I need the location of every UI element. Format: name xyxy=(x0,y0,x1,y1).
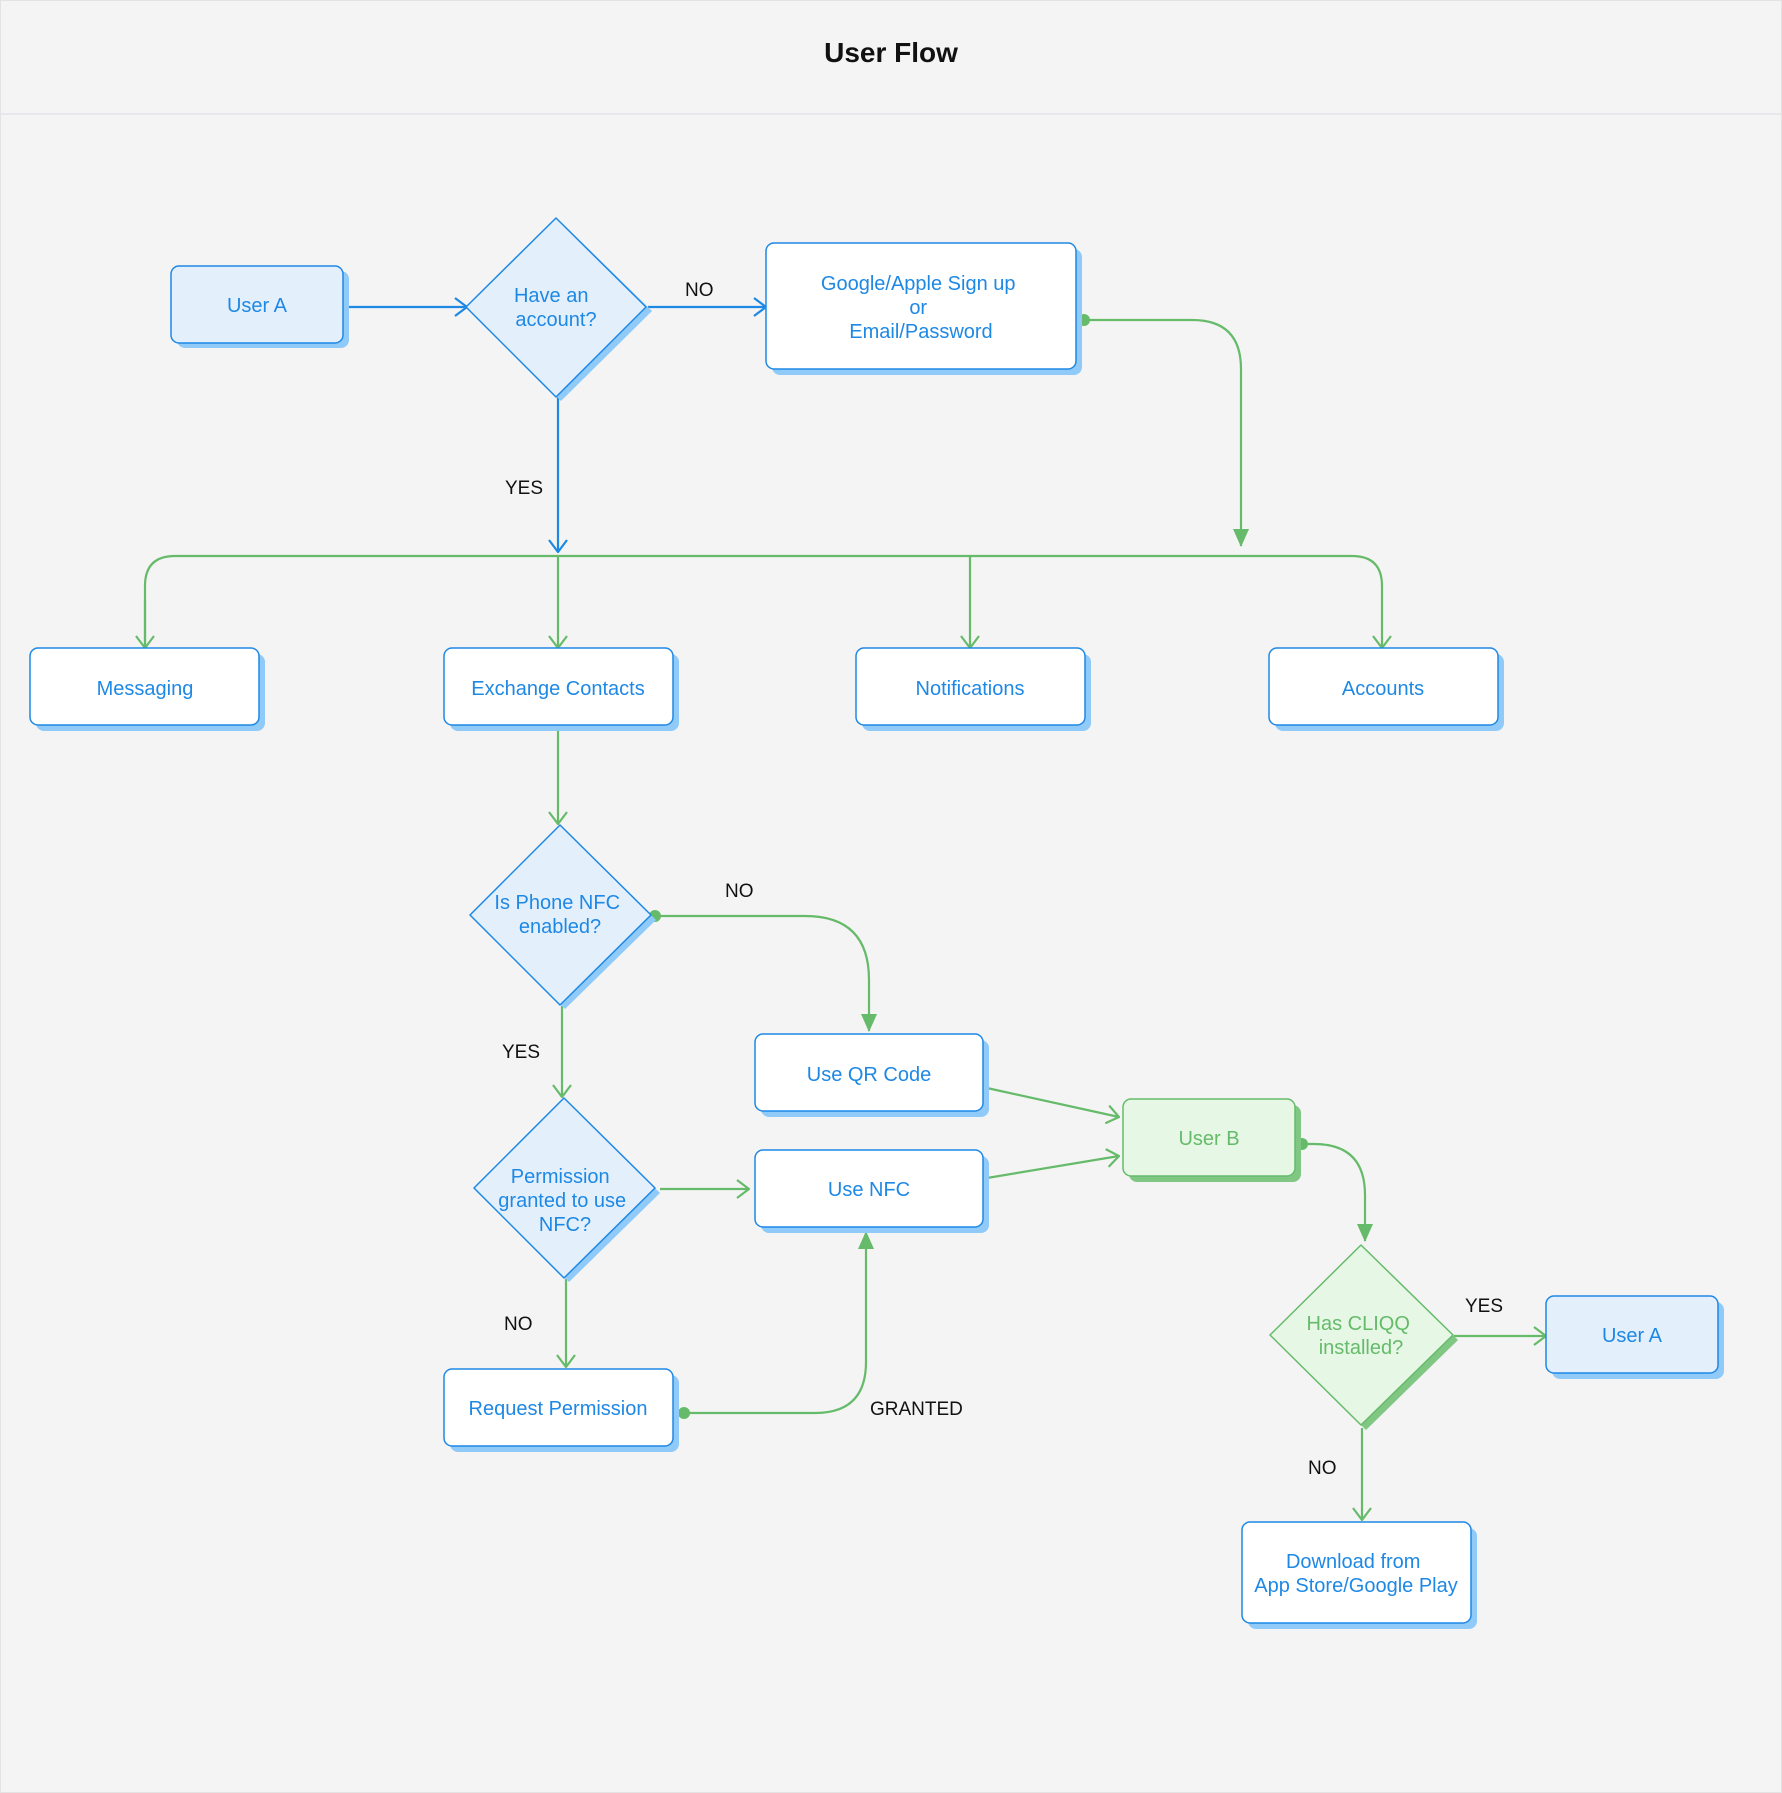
node-nfc-enabled-label: Is Phone NFC enabled? xyxy=(494,892,625,938)
node-have-account-label: Have an account? xyxy=(514,285,597,331)
node-permission-granted: Permission granted to use NFC? xyxy=(473,1097,660,1282)
node-user-a-end: User A xyxy=(1545,1295,1724,1379)
header-bar: User Flow xyxy=(1,1,1781,115)
page-title: User Flow xyxy=(824,37,958,68)
node-signup-label: Google/Apple Sign up or Email/Password xyxy=(821,273,1021,343)
node-user-b-label: User B xyxy=(1178,1128,1239,1150)
node-user-a-start: User A xyxy=(170,265,349,348)
edge-qr-to-userb xyxy=(986,1086,1119,1117)
node-use-qr-label: Use QR Code xyxy=(807,1064,932,1086)
node-user-a-start-label: User A xyxy=(227,295,288,317)
label-nfc-yes: YES xyxy=(502,1042,540,1063)
node-notifications: Notifications xyxy=(855,647,1091,731)
node-notifications-label: Notifications xyxy=(916,678,1025,700)
label-account-yes: YES xyxy=(505,478,543,499)
node-download: Download from App Store/Google Play xyxy=(1241,1521,1477,1629)
node-user-a-end-label: User A xyxy=(1602,1325,1663,1347)
node-messaging: Messaging xyxy=(29,647,265,731)
node-request-permission-label: Request Permission xyxy=(469,1398,648,1420)
node-has-cliqq: Has CLIQQ installed? xyxy=(1269,1244,1458,1430)
label-cliqq-yes: YES xyxy=(1465,1296,1503,1317)
node-permission-granted-label: Permission granted to use NFC? xyxy=(498,1166,631,1236)
node-has-cliqq-label: Has CLIQQ installed? xyxy=(1307,1313,1416,1359)
node-download-label: Download from App Store/Google Play xyxy=(1254,1551,1457,1597)
edge-granted xyxy=(684,1231,874,1415)
node-have-account: Have an account? xyxy=(465,217,652,401)
node-messaging-label: Messaging xyxy=(97,678,194,700)
node-exchange-contacts: Exchange Contacts xyxy=(443,647,679,731)
node-user-b: User B xyxy=(1122,1098,1301,1182)
label-cliqq-no: NO xyxy=(1308,1458,1337,1479)
node-signup: Google/Apple Sign up or Email/Password xyxy=(765,242,1082,375)
node-request-permission: Request Permission xyxy=(443,1368,679,1452)
edge-labels: NO YES NO YES NO GRANTED YES NO xyxy=(502,280,1503,1479)
node-use-nfc-label: Use NFC xyxy=(828,1179,910,1201)
node-accounts-label: Accounts xyxy=(1342,678,1424,700)
label-nfc-no: NO xyxy=(725,881,754,902)
node-exchange-contacts-label: Exchange Contacts xyxy=(471,678,644,700)
edge-signup-to-menu xyxy=(1084,318,1249,547)
edge-nfc-to-userb xyxy=(986,1156,1119,1180)
edges xyxy=(145,307,1546,1520)
label-granted: GRANTED xyxy=(870,1399,963,1420)
edge-bus xyxy=(143,554,1382,648)
node-accounts: Accounts xyxy=(1268,647,1504,731)
edge-userb-to-cliqq xyxy=(1302,1142,1373,1242)
node-use-qr: Use QR Code xyxy=(754,1033,989,1117)
node-use-nfc: Use NFC xyxy=(754,1149,989,1233)
edge-granted-dot xyxy=(678,1407,690,1419)
node-nfc-enabled: Is Phone NFC enabled? xyxy=(469,824,656,1009)
edge-nfc-no xyxy=(655,914,877,1032)
label-account-no: NO xyxy=(685,280,714,301)
label-permission-no: NO xyxy=(504,1314,533,1335)
